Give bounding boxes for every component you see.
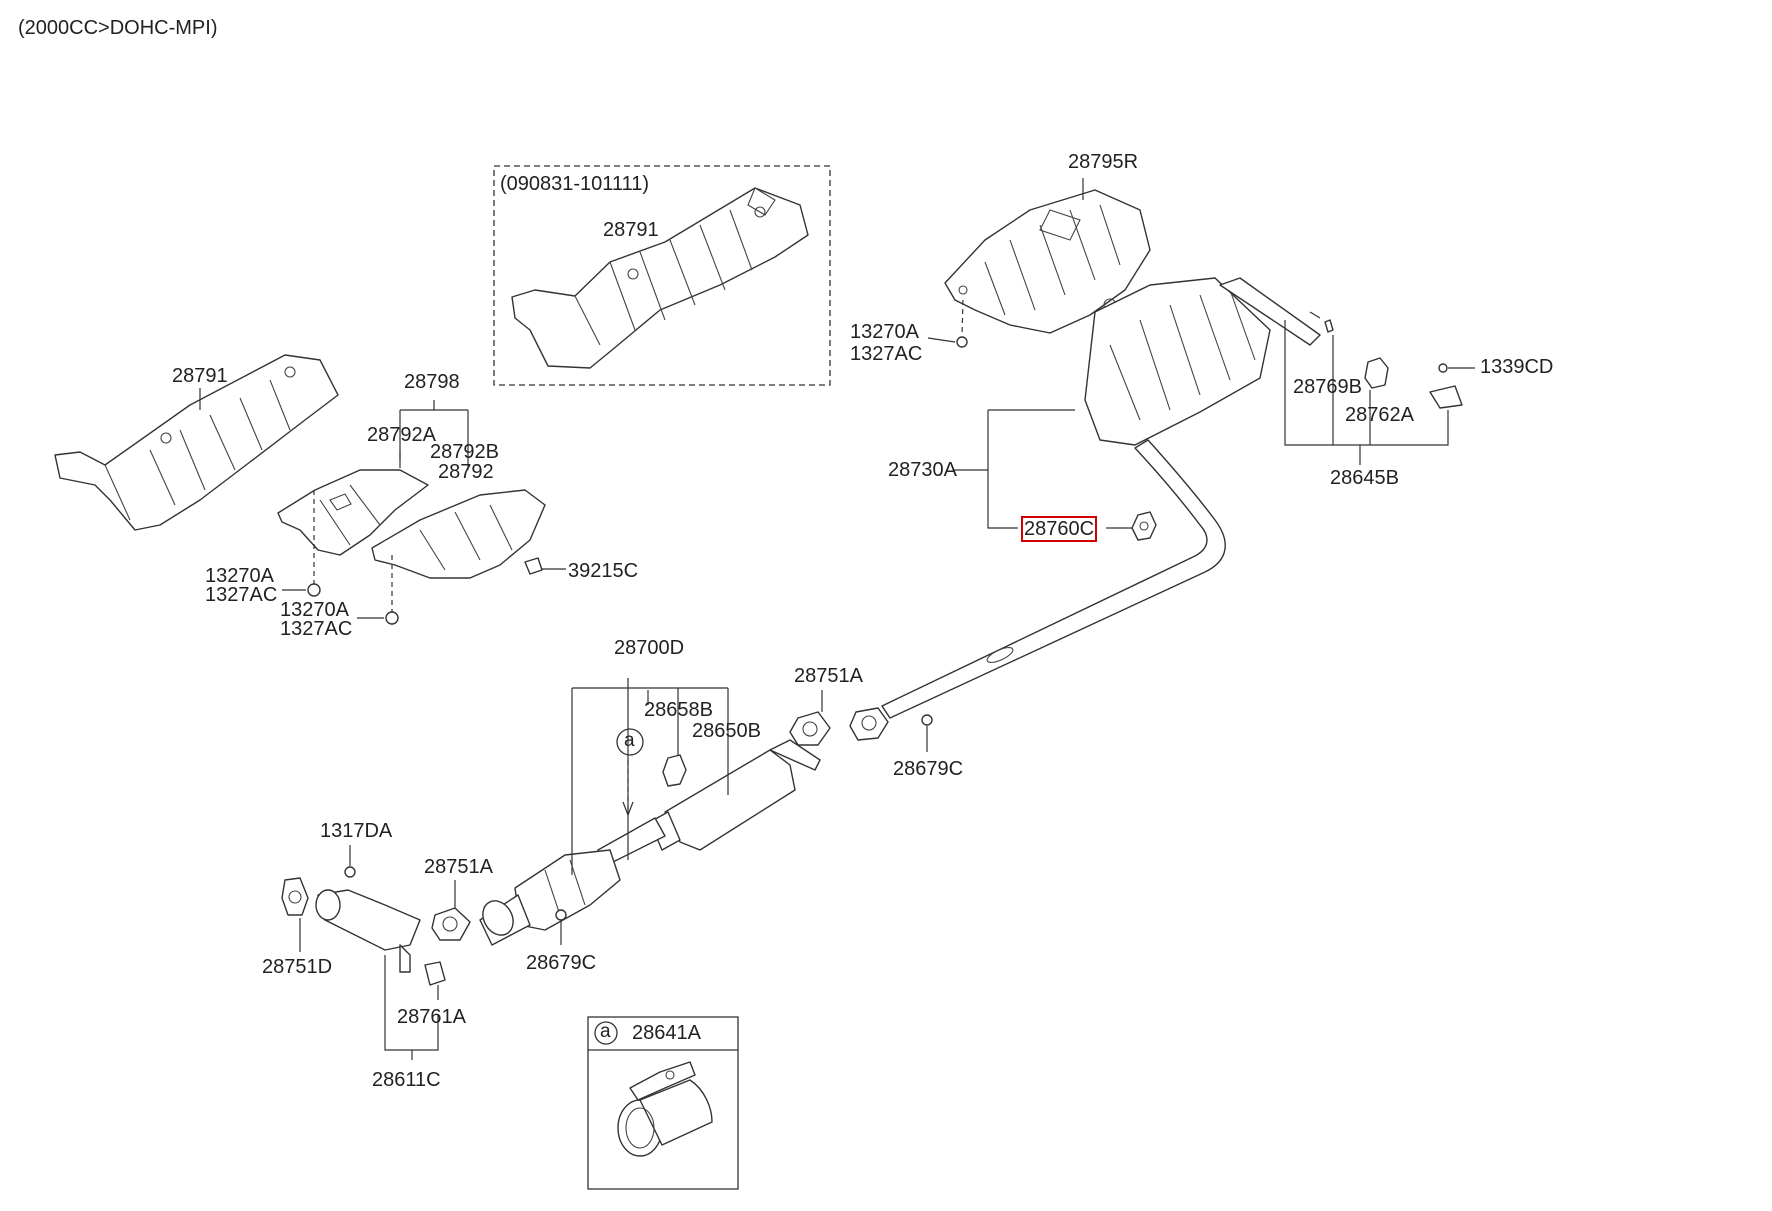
part-label-28792A[interactable]: 28792A [367, 424, 436, 446]
part-label-28700D[interactable]: 28700D [614, 637, 685, 659]
part-label-28751A-low[interactable]: 28751A [424, 856, 493, 878]
part-label-28791-left[interactable]: 28791 [172, 365, 228, 387]
part-label-28650B[interactable]: 28650B [692, 720, 761, 742]
clip-39215C [524, 557, 543, 575]
part-label-1327AC-top[interactable]: 1327AC [850, 343, 923, 365]
nut-top [956, 336, 968, 348]
callout-a-marker: a [624, 730, 635, 751]
part-label-28792B[interactable]: 28792B [430, 441, 499, 463]
part-label-1327AC-left1[interactable]: 1327AC [205, 584, 278, 606]
part-label-28798[interactable]: 28798 [404, 371, 460, 393]
part-label-28611C[interactable]: 28611C [372, 1069, 441, 1091]
left-heat-shield-28791 [54, 354, 339, 531]
part-label-1327AC-left2[interactable]: 1327AC [280, 618, 353, 640]
inset-dashed-box [493, 165, 831, 386]
front-resonator-28700D [479, 739, 821, 946]
part-label-28679C-low[interactable]: 28679C [526, 952, 597, 974]
part-label-28751A-mid[interactable]: 28751A [794, 665, 863, 687]
part-label-28795R[interactable]: 28795R [1068, 151, 1139, 173]
inset-heat-shield-28791 [511, 187, 809, 369]
part-label-28751D[interactable]: 28751D [262, 956, 333, 978]
front-pipe-28611C [315, 889, 446, 986]
rear-muffler [1084, 277, 1321, 446]
part-label-39215C[interactable]: 39215C [568, 560, 639, 582]
part-label-28679C-mid[interactable]: 28679C [893, 758, 964, 780]
part-label-28760C-highlighted[interactable]: 28760C [1020, 516, 1098, 542]
part-label-28658B[interactable]: 28658B [644, 699, 713, 721]
part-label-13270A-left2[interactable]: 13270A [280, 599, 349, 621]
nut-mid [921, 714, 933, 726]
part-label-28762A[interactable]: 28762A [1345, 404, 1414, 426]
center-pipe [881, 439, 1226, 719]
nut-low [555, 909, 567, 921]
part-label-28730A[interactable]: 28730A [888, 459, 957, 481]
part-label-28761A[interactable]: 28761A [397, 1006, 466, 1028]
hanger-28760C-drawing [1131, 511, 1157, 541]
part-label-13270A-left1[interactable]: 13270A [205, 565, 274, 587]
engine-spec-label: (2000CC>DOHC-MPI) [18, 17, 218, 39]
part-label-1317DA[interactable]: 1317DA [320, 820, 393, 842]
part-label-1339CD[interactable]: 1339CD [1480, 356, 1554, 378]
part-label-28769B[interactable]: 28769B [1293, 376, 1362, 398]
legend-box-frame [587, 1016, 739, 1190]
nut-left-2 [385, 611, 399, 625]
callout-a-circle [616, 728, 644, 756]
inset-part-28791[interactable]: 28791 [603, 219, 659, 241]
clamp-28641A-drawing [617, 1061, 713, 1157]
legend-marker-a: a [600, 1021, 611, 1042]
leader-lines [199, 178, 1475, 1060]
hanger-28769B-drawing [1364, 357, 1389, 389]
part-label-28645B[interactable]: 28645B [1330, 467, 1399, 489]
inset-date-range: (090831-101111) [500, 173, 650, 195]
shield-28792A [277, 469, 429, 556]
part-label-28792[interactable]: 28792 [438, 461, 494, 483]
legend-part-28641A[interactable]: 28641A [632, 1022, 701, 1044]
nut-left-1 [307, 583, 321, 597]
nut-1317DA [344, 866, 356, 878]
rear-shield-28795R [944, 189, 1151, 334]
part-label-13270A-top[interactable]: 13270A [850, 321, 919, 343]
